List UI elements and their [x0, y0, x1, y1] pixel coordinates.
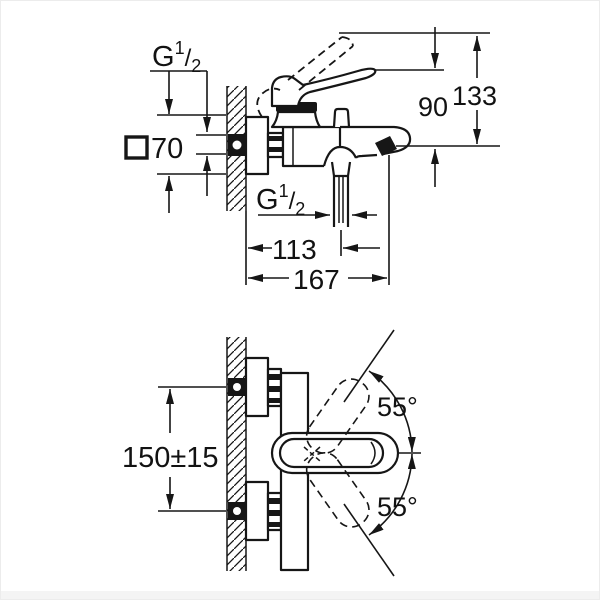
raised-lever-edge: [298, 45, 354, 91]
spout-top-edge: [340, 125, 412, 156]
dimension-90: 90: [418, 27, 448, 187]
angle-55-upper-label: 55°: [377, 392, 418, 422]
union-nut-lower: [266, 491, 283, 532]
pivot-cross-mark: [303, 446, 321, 462]
mousseur-outlet: [375, 136, 397, 156]
dim-167-label: 167: [293, 264, 340, 295]
fitting-bore: [233, 507, 241, 515]
angle-55-lower-label: 55°: [377, 492, 418, 522]
dimension-swing-angles: 55° 55°: [343, 329, 421, 577]
escutcheon-plate-lower: [244, 480, 270, 542]
dim-90-label: 90: [418, 92, 448, 122]
square-symbol-icon: [124, 135, 149, 160]
raised-lever-edge: [287, 36, 343, 81]
thread-top-label: G1/2: [152, 38, 201, 76]
fitting-bore: [233, 383, 241, 391]
supply-fitting-upper: [228, 378, 246, 396]
dimension-167: 167: [248, 264, 387, 295]
s-union-nut: [266, 131, 285, 159]
shower-outlet: [330, 161, 352, 227]
raised-lever-tip: [341, 36, 354, 47]
union-nut-facet: [268, 374, 281, 380]
wall-hatch: [227, 337, 246, 571]
angle-leg-upper: [343, 329, 395, 403]
dome-collar: [270, 110, 322, 129]
wall-section-front-view: [226, 337, 247, 571]
thread-bottom-label: G1/2: [256, 181, 305, 219]
outlet-pipe-inner: [338, 176, 344, 223]
dimension-113: 113: [248, 234, 380, 265]
escutcheon-plate-upper: [244, 356, 270, 418]
diverter-knob: [332, 107, 351, 128]
supply-fitting-lower: [228, 502, 246, 520]
union-nut-upper: [266, 367, 283, 408]
dimension-150: 150±15: [122, 386, 226, 512]
dimension-thread-top: G1/2: [150, 38, 211, 132]
escutcheon-plate: [244, 115, 270, 176]
union-nut-facet: [268, 136, 283, 141]
dimension-escutcheon-70: 70: [124, 114, 226, 213]
escutcheon-size-label: 70: [151, 133, 183, 165]
union-nut-facet: [268, 147, 283, 152]
fitting-bore: [232, 140, 242, 150]
dim-133-label: 133: [452, 81, 497, 111]
outlet-cone: [330, 161, 352, 178]
spout: [322, 125, 412, 167]
union-nut-facet: [268, 522, 281, 527]
footer-strip: [0, 591, 600, 600]
angle-arc-upper: [368, 370, 416, 453]
raised-lever-base: [256, 87, 281, 118]
union-nut-facet: [268, 386, 281, 392]
dim-113-label: 113: [272, 234, 317, 265]
union-nut-facet: [268, 510, 281, 516]
lever-handle-side: [270, 67, 377, 108]
union-nut-facet: [268, 398, 281, 403]
lever-outline: [278, 437, 385, 469]
top-view-side-elevation: G1/2 70 90 133: [124, 27, 500, 295]
outlet-pipe-outer: [332, 176, 350, 227]
supply-fitting: [228, 134, 246, 156]
lever-handle-raised-dashed: [256, 36, 354, 118]
union-nut-facet: [268, 498, 281, 504]
lever-handle-front: [270, 431, 400, 475]
dimension-thread-bottom: G1/2: [256, 181, 377, 219]
diverter-dome: [322, 145, 358, 167]
angle-arc-lower: [368, 453, 416, 536]
angle-leg-lower: [343, 503, 395, 577]
dimension-133: 133: [452, 36, 497, 144]
front-view: 55° 55° 150±15: [122, 329, 421, 577]
dim-150-label: 150±15: [122, 442, 219, 474]
